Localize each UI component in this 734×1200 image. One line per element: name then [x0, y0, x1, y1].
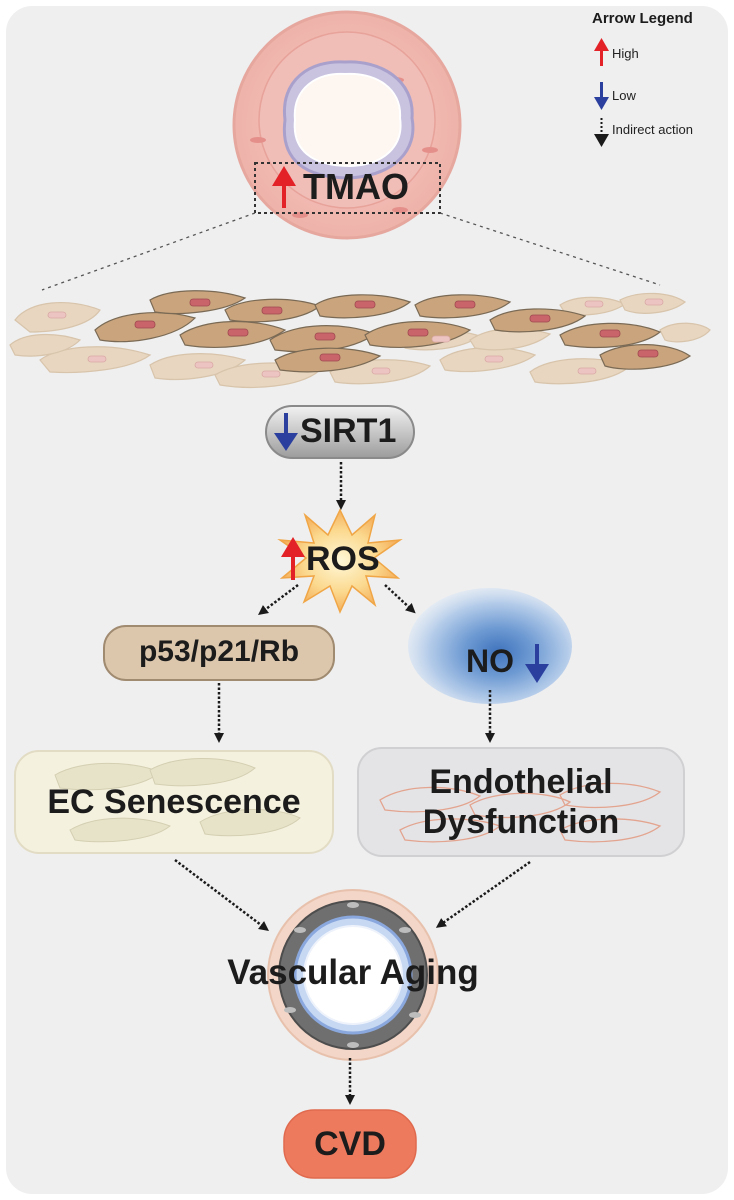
legend-high-arrow-icon — [594, 38, 609, 66]
ec-senescence-label: EC Senescence — [47, 783, 301, 821]
legend-indirect-arrow-icon — [594, 118, 609, 147]
ros-high-arrow-icon — [281, 537, 305, 580]
arrow-endothelial-dysfunction-to-vascular-aging — [435, 860, 531, 928]
vascular-aging-label: Vascular Aging — [227, 953, 479, 992]
no-node — [408, 588, 572, 704]
legend-low-arrow-icon — [594, 82, 609, 110]
arrow-ros-to-no — [384, 584, 416, 614]
sirt1-node — [265, 405, 415, 459]
legend-title: Arrow Legend — [592, 10, 693, 27]
legend-low-label: Low — [612, 88, 636, 103]
cvd-label: CVD — [314, 1125, 386, 1163]
arrow-ec-senescence-to-vascular-aging — [174, 859, 269, 932]
endothelial-label-line2: Dysfunction — [422, 803, 620, 841]
arrow-ros-to-p53 — [258, 584, 299, 615]
legend-indirect-label: Indirect action — [612, 122, 693, 137]
zoom-line-right — [439, 212, 661, 286]
endothelial-dysfunction-node — [357, 747, 685, 857]
aged-vessel-illustration — [267, 889, 439, 1061]
ros-node — [277, 508, 403, 614]
cvd-node — [283, 1109, 417, 1179]
tmao-focus-box — [254, 162, 441, 214]
no-low-arrow-icon — [525, 644, 549, 683]
endothelial-cell-layer-illustration — [9, 290, 711, 388]
tmao-label: TMAO — [303, 166, 409, 207]
p53-node — [103, 625, 335, 681]
sirt1-label: SIRT1 — [300, 412, 397, 450]
p53-label: p53/p21/Rb — [138, 635, 300, 668]
tmao-high-arrow-icon — [272, 166, 296, 208]
endothelial-label-line1: Endothelial — [429, 763, 613, 801]
no-label: NO — [466, 643, 514, 679]
legend-high-label: High — [612, 46, 639, 61]
zoom-line-left — [41, 212, 256, 291]
indirect-arrows — [174, 462, 531, 1105]
ros-label: ROS — [306, 540, 380, 578]
ec-senescence-node — [14, 750, 334, 854]
endothelial-dysfunction-label: Endothelial Dysfunction — [358, 762, 684, 842]
sirt1-low-arrow-icon — [274, 413, 298, 451]
